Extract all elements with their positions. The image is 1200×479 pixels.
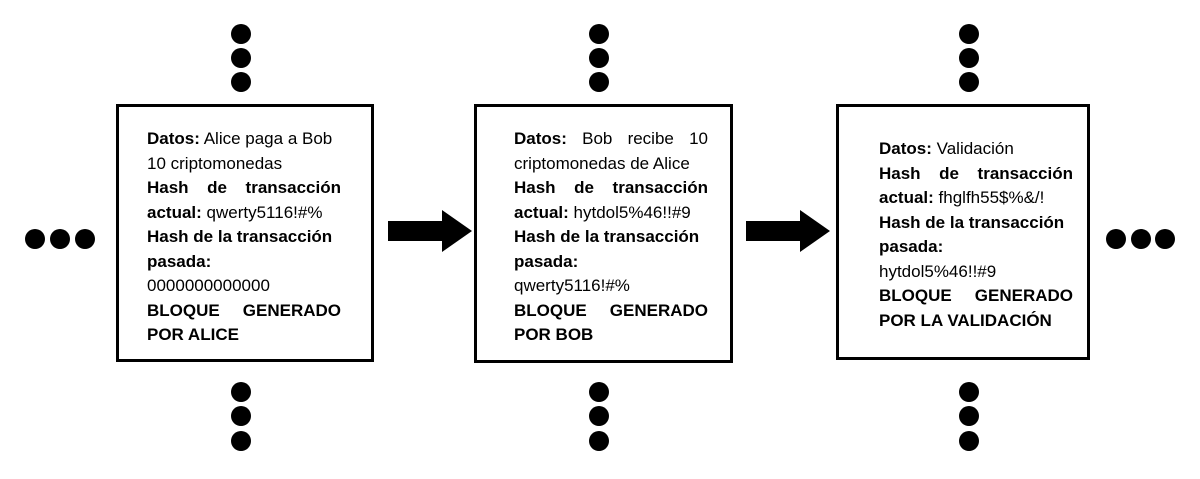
hash-actual-label-2: actual: — [514, 202, 569, 222]
datos-label: Datos: — [514, 129, 567, 148]
datos-label: Datos: — [147, 129, 200, 148]
hash-prev-label: Hash de la transacción — [514, 227, 700, 246]
hash-prev-label: Hash de la transacción — [879, 212, 1065, 232]
ellipsis-dot — [959, 72, 979, 92]
datos-value-line2: 10 criptomonedas — [147, 153, 283, 173]
ellipsis-dot — [231, 406, 251, 426]
ellipsis-dot — [959, 382, 979, 402]
hash-actual-value: fhglfh55$%&/! — [938, 188, 1045, 207]
ellipsis-dot — [231, 72, 251, 92]
hash-prev-label: Hash de la transacción — [147, 227, 333, 246]
hash-actual-value: qwerty5116!#% — [206, 202, 323, 222]
hash-prev-label-2: pasada: — [879, 237, 944, 256]
hash-actual-label-2: actual: — [147, 202, 202, 222]
ellipsis-dot — [50, 229, 70, 249]
datos-value: Validación — [936, 139, 1014, 158]
ellipsis-dot — [231, 431, 251, 451]
ellipsis-dot — [1155, 229, 1175, 249]
datos-value: Alice paga a Bob — [203, 129, 333, 148]
ellipsis-dot — [589, 24, 609, 44]
ellipsis-dot — [959, 406, 979, 426]
ellipsis-dot — [959, 24, 979, 44]
datos-label: Datos: — [879, 139, 932, 158]
hash-actual-label-2: actual: — [879, 188, 934, 207]
footer-line2: POR BOB — [514, 325, 594, 344]
hash-prev-value: qwerty5116!#% — [514, 276, 630, 295]
ellipsis-dot — [1106, 229, 1126, 249]
ellipsis-dot — [589, 48, 609, 68]
footer-line2: POR ALICE — [147, 325, 239, 344]
ellipsis-dot — [589, 382, 609, 402]
footer-line2: POR LA VALIDACIÓN — [879, 310, 1052, 330]
hash-actual-value: hytdol5%46!!#9 — [573, 202, 691, 222]
ellipsis-dot — [589, 72, 609, 92]
ellipsis-dot — [231, 24, 251, 44]
hash-prev-value: hytdol5%46!!#9 — [879, 261, 997, 281]
right-arrow-icon — [388, 210, 472, 252]
block-alice: Datos: Alice paga a Bob 10 criptomonedas… — [116, 104, 374, 362]
ellipsis-dot — [589, 431, 609, 451]
datos-value-line2: criptomonedas de Alice — [514, 153, 690, 173]
ellipsis-dot — [959, 431, 979, 451]
ellipsis-dot — [959, 48, 979, 68]
hash-prev-label-2: pasada: — [514, 251, 579, 271]
right-arrow-icon — [746, 210, 830, 252]
ellipsis-dot — [589, 406, 609, 426]
ellipsis-dot — [75, 229, 95, 249]
ellipsis-dot — [231, 48, 251, 68]
ellipsis-dot — [1131, 229, 1151, 249]
ellipsis-dot — [231, 382, 251, 402]
hash-prev-label-2: pasada: — [147, 251, 212, 271]
ellipsis-dot — [25, 229, 45, 249]
hash-prev-value: 0000000000000 — [147, 276, 270, 295]
